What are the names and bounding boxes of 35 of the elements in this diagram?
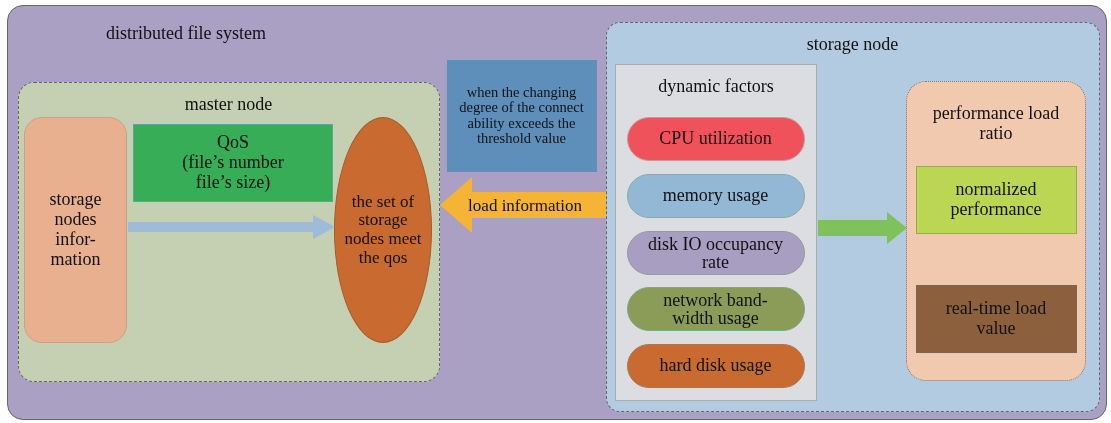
factor-pill — [626, 116, 805, 161]
panel-title: master node — [183, 94, 274, 115]
ratio-panel — [906, 81, 1086, 381]
factors-panel — [615, 64, 817, 401]
panel-title: distributed file system — [106, 24, 266, 44]
node-label: QoS — [217, 133, 249, 154]
node-label: (file’s number file’s size) — [181, 153, 285, 193]
qos-box — [133, 124, 333, 202]
factor-pill — [626, 173, 805, 218]
panel-title: dynamic factors — [657, 77, 775, 97]
block-arrow — [440, 177, 606, 233]
node-label: normalized performance — [949, 179, 1043, 220]
factor-pill — [626, 286, 805, 331]
factor-pill — [626, 230, 805, 275]
node-label: the set of storage nodes meet the qos — [344, 192, 422, 268]
system-panel — [7, 5, 1107, 420]
factor-pill — [626, 343, 805, 388]
panel-title: performance load ratio — [931, 104, 1061, 144]
metric-box — [915, 165, 1077, 234]
panel-title: storage node — [805, 34, 900, 55]
node-label: network band- width usage — [662, 290, 769, 327]
node-label: memory usage — [662, 185, 769, 206]
storage-node-panel — [605, 21, 1100, 412]
node-label: real-time load value — [944, 298, 1048, 339]
node-label: hard disk usage — [659, 355, 772, 376]
block-arrow — [128, 215, 335, 239]
node-label: storage nodes infor- mation — [48, 190, 103, 270]
node-label: when the changing degree of the connect ability exceeds the threshold value — [458, 85, 585, 146]
metric-box — [915, 284, 1077, 353]
condition-note — [446, 59, 597, 172]
node-label: CPU utilization — [659, 128, 772, 149]
master-node-panel — [17, 81, 440, 382]
node-label: disk IO occupancy rate — [647, 234, 784, 271]
block-arrow — [818, 212, 907, 244]
info-box — [24, 117, 127, 343]
